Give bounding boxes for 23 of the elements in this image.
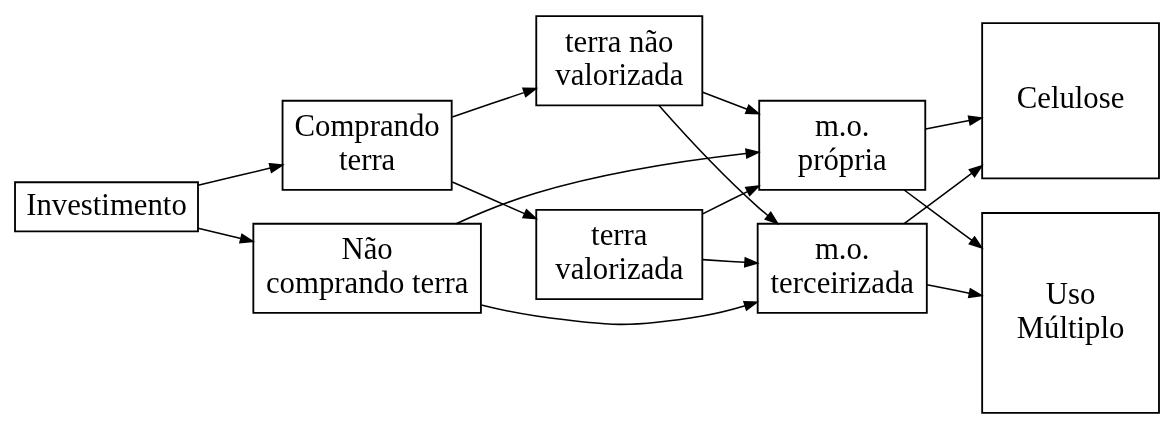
node-box: Uso Múltiplo	[981, 211, 1160, 414]
node-box: Celulose	[981, 21, 1160, 179]
arrow	[903, 163, 984, 224]
arrow	[451, 87, 539, 118]
arrow	[480, 300, 760, 325]
arrow	[701, 90, 761, 115]
node-box: m.o. terceirizada	[756, 222, 928, 314]
arrow	[903, 188, 984, 249]
arrow	[926, 283, 984, 298]
node-box: m.o. própria	[758, 99, 927, 191]
node-box: Investimento	[14, 180, 199, 232]
node-box: terra não valorizada	[535, 14, 704, 106]
arrow	[451, 180, 539, 220]
node-box: Comprando terra	[281, 99, 453, 191]
arrow	[455, 147, 761, 224]
arrow	[658, 104, 780, 225]
node-box: Não comprando terra	[252, 222, 482, 314]
arrow	[197, 162, 285, 186]
arrow	[924, 114, 984, 130]
node-box: terra valorizada	[535, 208, 704, 300]
arrow	[701, 184, 761, 215]
arrow	[197, 227, 256, 244]
arrow	[701, 256, 760, 268]
